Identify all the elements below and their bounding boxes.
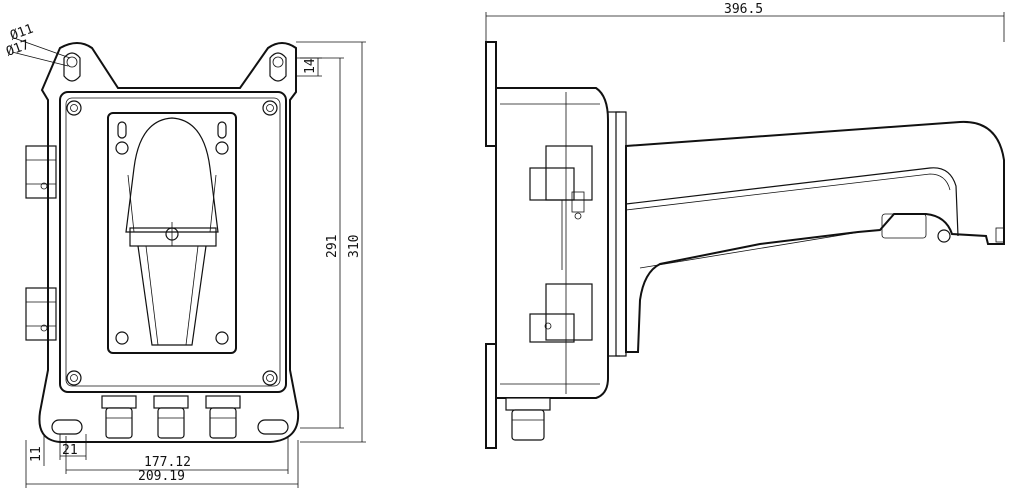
- side-connector-top: [25, 145, 57, 199]
- dim-outer-height: 310: [347, 235, 362, 258]
- cable-glands: [101, 395, 241, 439]
- wall-plate: [485, 41, 497, 449]
- adapter-plate-holes: [115, 121, 229, 345]
- mounting-plate: [38, 42, 300, 443]
- dim-inner-height: 291: [325, 235, 340, 258]
- bottom-slot-right: [257, 419, 289, 435]
- dim-hole-spacing: 177.12: [144, 455, 191, 470]
- dim-side-offset: 21: [62, 443, 78, 458]
- side-cable-gland: [505, 397, 551, 441]
- dim-hole-large: Ø17: [4, 38, 31, 60]
- dim-overall-width: 209.19: [138, 469, 185, 484]
- keyhole-slot-left: [63, 52, 81, 82]
- front-view: Ø11 Ø17 14 291 310 11 21 177.12 209.19: [4, 22, 366, 488]
- corner-screws: [66, 100, 278, 386]
- keyhole-slot-right: [269, 52, 287, 82]
- pendant-arm: [625, 120, 1005, 353]
- front-dimensions: [11, 37, 366, 488]
- side-view-connector-bottom: [529, 283, 593, 343]
- dim-slot: 14: [303, 58, 318, 74]
- dim-bottom-offset: 11: [29, 446, 44, 462]
- side-connector-bottom: [25, 287, 57, 341]
- junction-box-side: [495, 87, 627, 399]
- bracket-arm: [125, 117, 219, 346]
- bottom-slot-left: [51, 419, 83, 435]
- side-view-connector-top: [529, 145, 593, 270]
- dim-total-length: 396.5: [724, 2, 763, 17]
- junction-box: [59, 91, 287, 393]
- side-view: 396.5: [485, 2, 1005, 449]
- adapter-plate: [107, 112, 237, 354]
